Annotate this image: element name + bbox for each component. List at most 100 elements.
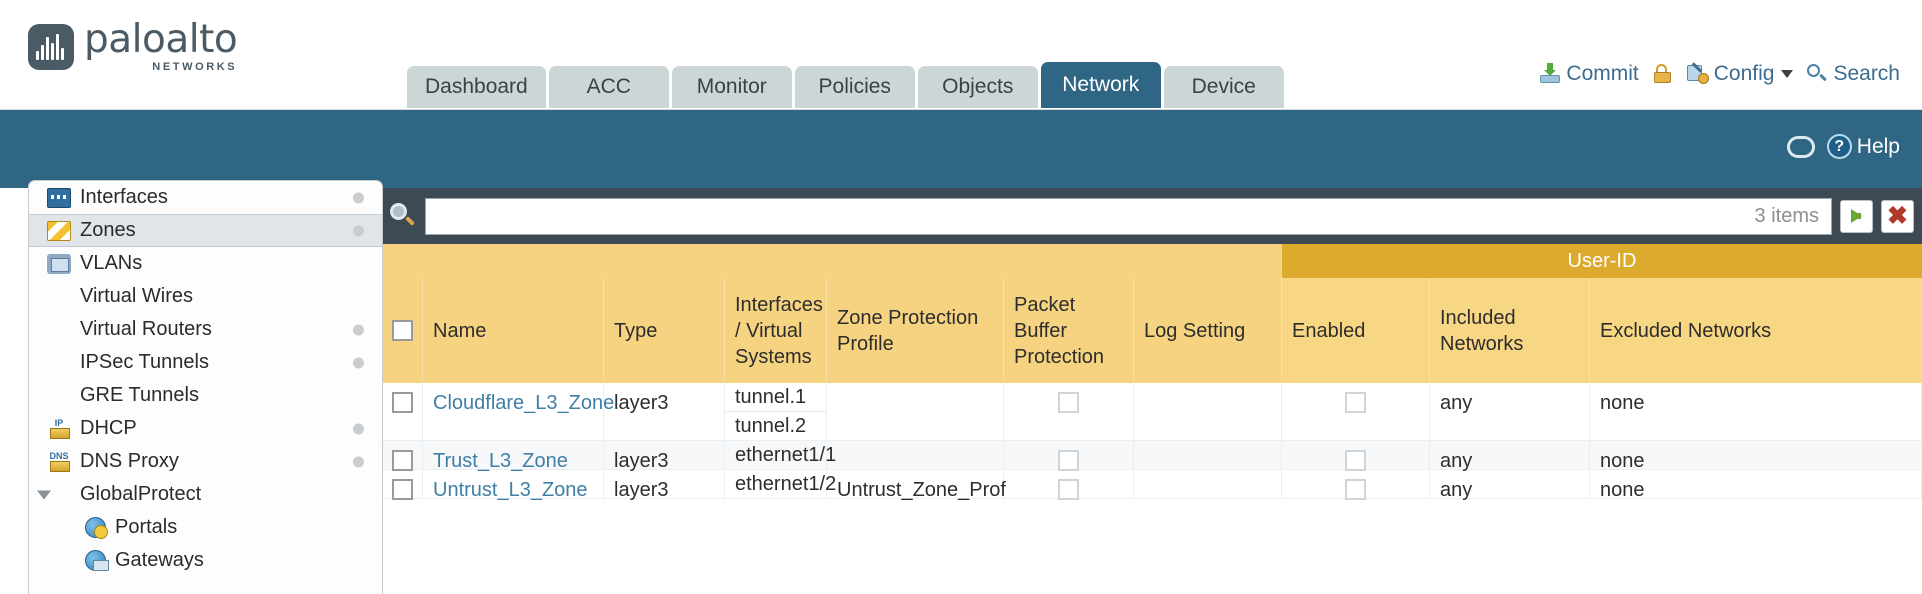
table-group-header-row: User-ID bbox=[383, 244, 1922, 278]
sidebar-item-label: GRE Tunnels bbox=[80, 384, 199, 406]
sidebar-item-status-dot bbox=[353, 192, 364, 203]
sidebar-item-vlans[interactable]: VLANs bbox=[29, 247, 382, 280]
cell-interfaces: ethernet1/2 bbox=[725, 470, 836, 498]
userid-enabled-checkbox[interactable] bbox=[1345, 450, 1366, 471]
cell-checkbox bbox=[383, 470, 423, 500]
search-icon[interactable] bbox=[389, 202, 417, 230]
select-all-checkbox[interactable] bbox=[392, 320, 413, 341]
cell-value: layer3 bbox=[614, 450, 669, 472]
sidebar-item-gateways[interactable]: Gateways bbox=[29, 544, 382, 577]
apply-filter-button[interactable] bbox=[1840, 199, 1873, 233]
tab-objects[interactable]: Objects bbox=[917, 66, 1038, 108]
cell-packet-buffer bbox=[1004, 441, 1134, 471]
help-button[interactable]: ? Help bbox=[1826, 134, 1900, 159]
column-header-packet-buffer[interactable]: Packet Buffer Protection bbox=[1004, 278, 1134, 383]
column-header-zone-protection[interactable]: Zone Protection Profile bbox=[827, 278, 1004, 383]
sidebar-item-gre-tunnels[interactable]: GRE Tunnels bbox=[29, 379, 382, 412]
packet-buffer-checkbox[interactable] bbox=[1058, 479, 1079, 500]
column-header-excluded-networks[interactable]: Excluded Networks bbox=[1590, 278, 1922, 383]
sidebar-item-label: Gateways bbox=[115, 549, 204, 571]
zone-name-link[interactable]: Trust_L3_Zone bbox=[433, 450, 568, 472]
cell-included-networks: any bbox=[1430, 383, 1590, 440]
sidebar-item-virtual-wires[interactable]: Virtual Wires bbox=[29, 280, 382, 313]
search-toolbar: 3 items ✖ bbox=[383, 188, 1922, 244]
sidebar-item-globalprotect[interactable]: GlobalProtect bbox=[29, 478, 382, 511]
packet-buffer-checkbox[interactable] bbox=[1058, 392, 1079, 413]
search-field-wrap: 3 items bbox=[425, 197, 1832, 235]
row-select-checkbox[interactable] bbox=[392, 392, 413, 413]
column-header-included-networks[interactable]: Included Networks bbox=[1430, 278, 1590, 383]
cell-value: Untrust_Zone_Prof bbox=[837, 479, 1006, 501]
cell-value: layer3 bbox=[614, 392, 669, 414]
sidebar-item-zones[interactable]: Zones bbox=[29, 214, 382, 247]
column-header-name[interactable]: Name bbox=[423, 278, 604, 383]
column-header-label: Excluded Networks bbox=[1600, 319, 1772, 342]
commit-button[interactable]: Commit bbox=[1539, 62, 1639, 86]
userid-enabled-checkbox[interactable] bbox=[1345, 392, 1366, 413]
cell-included-networks: any bbox=[1430, 441, 1590, 472]
column-header-interfaces[interactable]: Interfaces / Virtual Systems bbox=[725, 278, 827, 383]
brand-tagline: NETWORKS bbox=[152, 61, 238, 73]
interface-item: ethernet1/1 bbox=[735, 444, 837, 466]
column-header-type[interactable]: Type bbox=[604, 278, 725, 383]
cell-zone-protection bbox=[827, 383, 1004, 440]
search-input[interactable] bbox=[426, 198, 1755, 234]
chevron-down-icon[interactable] bbox=[37, 490, 51, 499]
tab-policies[interactable]: Policies bbox=[794, 66, 915, 108]
tab-label: Monitor bbox=[696, 75, 767, 98]
brand-logo: paloalto NETWORKS bbox=[28, 20, 238, 73]
dhcp-icon: IP bbox=[47, 418, 71, 439]
portals-icon bbox=[85, 517, 108, 539]
tab-monitor[interactable]: Monitor bbox=[671, 66, 792, 108]
column-header-checkbox[interactable] bbox=[383, 278, 423, 383]
help-icon: ? bbox=[1826, 134, 1852, 159]
virtual-wires-icon bbox=[47, 287, 71, 307]
zone-name-link[interactable]: Untrust_L3_Zone bbox=[433, 479, 588, 501]
cell-name: Trust_L3_Zone bbox=[423, 441, 604, 472]
refresh-icon[interactable] bbox=[1785, 135, 1815, 159]
lock-icon[interactable] bbox=[1652, 63, 1674, 85]
cell-included-networks: any bbox=[1430, 470, 1590, 501]
userid-enabled-checkbox[interactable] bbox=[1345, 479, 1366, 500]
group-header-user-id: User-ID bbox=[1282, 244, 1922, 278]
row-select-checkbox[interactable] bbox=[392, 479, 413, 500]
cell-log-setting bbox=[1134, 383, 1282, 440]
ipsec-tunnels-icon bbox=[47, 353, 71, 373]
column-header-log-setting[interactable]: Log Setting bbox=[1134, 278, 1282, 383]
sidebar-item-interfaces[interactable]: Interfaces bbox=[29, 181, 382, 214]
tab-device[interactable]: Device bbox=[1163, 66, 1284, 108]
chevron-down-icon bbox=[1781, 70, 1794, 78]
tab-dashboard[interactable]: Dashboard bbox=[407, 66, 546, 108]
clear-filter-button[interactable]: ✖ bbox=[1881, 199, 1914, 233]
sidebar-item-ipsec-tunnels[interactable]: IPSec Tunnels bbox=[29, 346, 382, 379]
row-select-checkbox[interactable] bbox=[392, 450, 413, 471]
column-header-userid-enabled[interactable]: Enabled bbox=[1282, 278, 1430, 383]
cell-type: layer3 bbox=[604, 470, 725, 501]
cell-userid-enabled bbox=[1282, 470, 1430, 500]
sidebar-item-portals[interactable]: Portals bbox=[29, 511, 382, 544]
cell-interfaces: ethernet1/1 bbox=[725, 441, 837, 469]
packet-buffer-checkbox[interactable] bbox=[1058, 450, 1079, 471]
cell-log-setting bbox=[1134, 470, 1282, 498]
cell-checkbox bbox=[383, 383, 423, 440]
zone-name-link[interactable]: Cloudflare_L3_Zone bbox=[433, 392, 615, 414]
search-button[interactable]: Search bbox=[1806, 62, 1900, 86]
config-menu[interactable]: Config bbox=[1686, 62, 1794, 86]
sidebar-item-label: VLANs bbox=[80, 252, 143, 274]
virtual-routers-icon bbox=[47, 320, 71, 340]
tab-network[interactable]: Network bbox=[1040, 62, 1161, 108]
column-header-label: Packet Buffer Protection bbox=[1014, 293, 1105, 368]
sidebar-item-virtual-routers[interactable]: Virtual Routers bbox=[29, 313, 382, 346]
tab-acc[interactable]: ACC bbox=[548, 66, 669, 108]
dns-proxy-icon: DNS bbox=[47, 451, 71, 472]
